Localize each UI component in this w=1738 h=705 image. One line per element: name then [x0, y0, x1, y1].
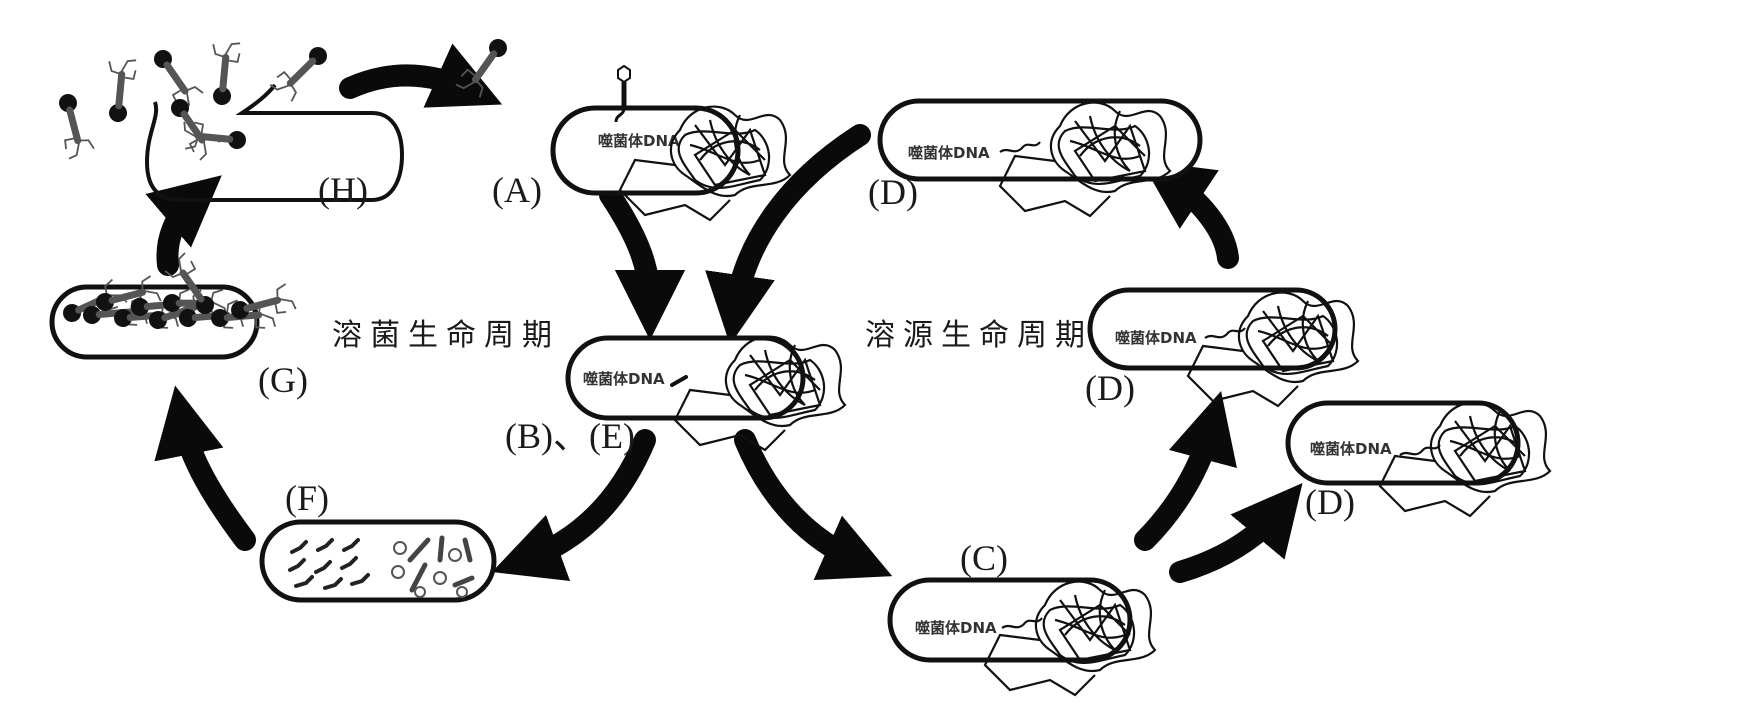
- arrows: [145, 43, 1303, 583]
- cell-h: (H): [42, 30, 405, 210]
- lysogenic-cycle-label: 溶源生命周期: [865, 318, 1093, 353]
- phage-dna-label: 噬菌体DNA: [1115, 329, 1197, 347]
- cell-d3: 噬菌体DNA (D): [1285, 400, 1552, 522]
- stage-label-a: (A): [492, 170, 542, 210]
- adsorbed-phage-icon: [614, 64, 631, 123]
- phage-dna-label: 噬菌体DNA: [908, 144, 990, 162]
- phage-icon: [265, 46, 334, 105]
- arrow-c-to-d3: [1169, 482, 1303, 583]
- stage-label-d1: (D): [868, 172, 918, 212]
- lytic-cycle-label: 溶菌生命周期: [332, 318, 560, 353]
- phage-icon: [186, 30, 263, 108]
- released-phages: [42, 30, 334, 176]
- phage-icon: [82, 47, 159, 125]
- arrow-c-to-d2: [1134, 390, 1237, 551]
- stage-label-d3: (D): [1305, 482, 1355, 522]
- cell-a: 噬菌体DNA (A): [492, 64, 792, 222]
- stage-label-c: (C): [960, 538, 1008, 578]
- phage-icon: [42, 91, 109, 165]
- phage-dna-label: 噬菌体DNA: [1310, 440, 1392, 458]
- arrow-a-to-be: [599, 184, 686, 341]
- phage-components: [391, 535, 475, 598]
- phage-icon: [171, 99, 220, 160]
- phage-dna-label: 噬菌体DNA: [915, 619, 997, 637]
- phage-dna-label: 噬菌体DNA: [583, 370, 665, 388]
- arrow-be-to-c: [734, 429, 893, 581]
- cell-d1: 噬菌体DNA (D): [868, 98, 1203, 218]
- arrow-d2-to-d1: [1140, 160, 1239, 269]
- cell-outline: [1285, 400, 1521, 486]
- phage-dna-label: 噬菌体DNA: [598, 132, 680, 150]
- arrow-g-to-h: [145, 175, 222, 276]
- arrow-h-to-a: [339, 43, 503, 108]
- cell-outline: [259, 519, 497, 603]
- stage-label-h: (H): [318, 170, 368, 210]
- phage-dna-fragments: [288, 538, 370, 590]
- cell-d2: 噬菌体DNA (D): [1085, 287, 1360, 408]
- cell-c: 噬菌体DNA (C): [887, 538, 1157, 697]
- lysed-cell-wall: [144, 83, 405, 202]
- arrow-be-to-f: [491, 429, 656, 582]
- stage-label-f: (F): [285, 478, 329, 518]
- stage-label-be: (B)、(E): [505, 416, 635, 456]
- cell-outline: [887, 577, 1133, 663]
- arrow-d-to-be: [705, 124, 871, 345]
- cell-be: 噬菌体DNA (B)、(E): [505, 335, 847, 456]
- stage-label-d2: (D): [1085, 368, 1135, 408]
- arrow-f-to-g: [154, 385, 256, 551]
- cell-g: (G): [49, 253, 308, 400]
- cell-outline: [877, 98, 1203, 182]
- cell-outline: [550, 105, 741, 196]
- stage-label-g: (G): [258, 360, 308, 400]
- cell-f: (F): [259, 478, 497, 603]
